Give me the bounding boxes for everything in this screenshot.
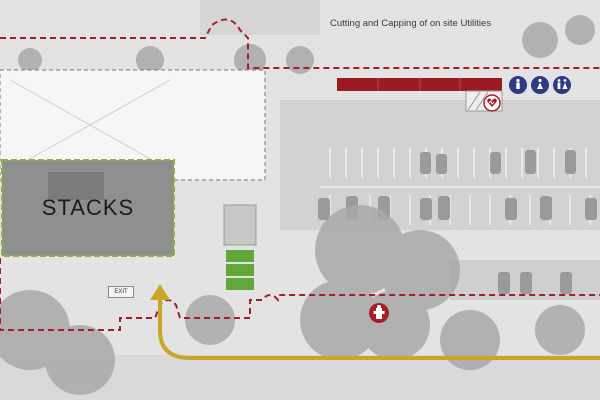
exit-sign: EXIT xyxy=(108,286,134,298)
roof-lines xyxy=(9,79,171,171)
fire-hydrant-icon xyxy=(369,303,389,323)
stacks-roof-unit xyxy=(48,172,104,200)
restroom-family-icon xyxy=(553,76,571,94)
green-block xyxy=(226,250,254,262)
aed-heart-icon xyxy=(483,94,501,112)
green-block xyxy=(226,264,254,276)
parked-cars xyxy=(318,150,597,294)
utilities-label: Cutting and Capping of on site Utilities xyxy=(330,18,492,29)
pedestrian-route-arrow xyxy=(150,284,600,360)
utility-bar-dividers xyxy=(377,78,461,91)
restroom-woman-icon xyxy=(531,76,549,94)
green-block xyxy=(226,278,254,290)
tree-canopy xyxy=(0,15,595,395)
road-north xyxy=(200,0,320,35)
ramp-hatch-lines xyxy=(467,91,489,111)
restroom-man-icon xyxy=(509,76,527,94)
utility-yard xyxy=(223,204,257,246)
